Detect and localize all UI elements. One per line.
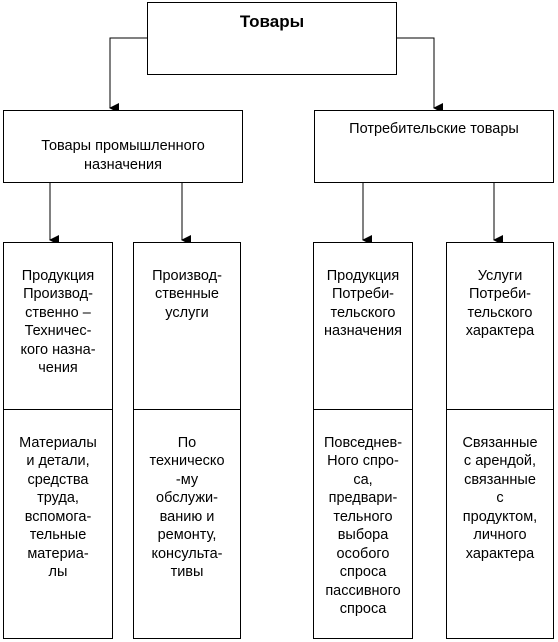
column-title-consumer-products: Продукция Потреби- тельского назначения [313, 242, 413, 410]
group-node-industrial-goods: Товары промышленного назначения [3, 110, 243, 183]
column-items-text: Повседнев- Ного спро- са, предвари- тель… [323, 434, 403, 618]
column-items-text: Связанные с арендой, связанные с продукт… [462, 434, 538, 562]
connector-root-to-industrial [109, 37, 147, 113]
column-title-industrial-services: Производ- ственные услуги [133, 242, 241, 410]
root-node-goods: Товары [147, 2, 397, 75]
group-node-label: Потребительские товары [349, 121, 519, 137]
column-items-consumer-services: Связанные с арендой, связанные с продукт… [446, 409, 554, 639]
column-items-industrial-services: По техническо -му обслужи- ванию и ремон… [133, 409, 241, 639]
column-title-label: Услуги Потреби- тельского характера [465, 267, 535, 340]
column-title-label: Продукция Производ- ственно – Техничес- … [20, 267, 96, 377]
column-title-consumer-services: Услуги Потреби- тельского характера [446, 242, 554, 410]
group-node-consumer-goods: Потребительские товары [314, 110, 554, 183]
connector-root-to-consumer [397, 37, 443, 113]
column-items-text: Материалы и детали, средства труда, вспо… [19, 434, 97, 581]
column-items-consumer-products: Повседнев- Ного спро- са, предвари- тель… [313, 409, 413, 639]
column-items-industrial-products: Материалы и детали, средства труда, вспо… [3, 409, 113, 639]
column-items-text: По техническо -му обслужи- ванию и ремон… [149, 434, 225, 581]
column-title-industrial-products: Продукция Производ- ственно – Техничес- … [3, 242, 113, 410]
root-node-label: Товары [239, 12, 305, 31]
column-title-label: Производ- ственные услуги [152, 267, 222, 321]
column-title-label: Продукция Потреби- тельского назначения [324, 267, 402, 340]
group-node-label: Товары промышленного назначения [41, 138, 205, 173]
